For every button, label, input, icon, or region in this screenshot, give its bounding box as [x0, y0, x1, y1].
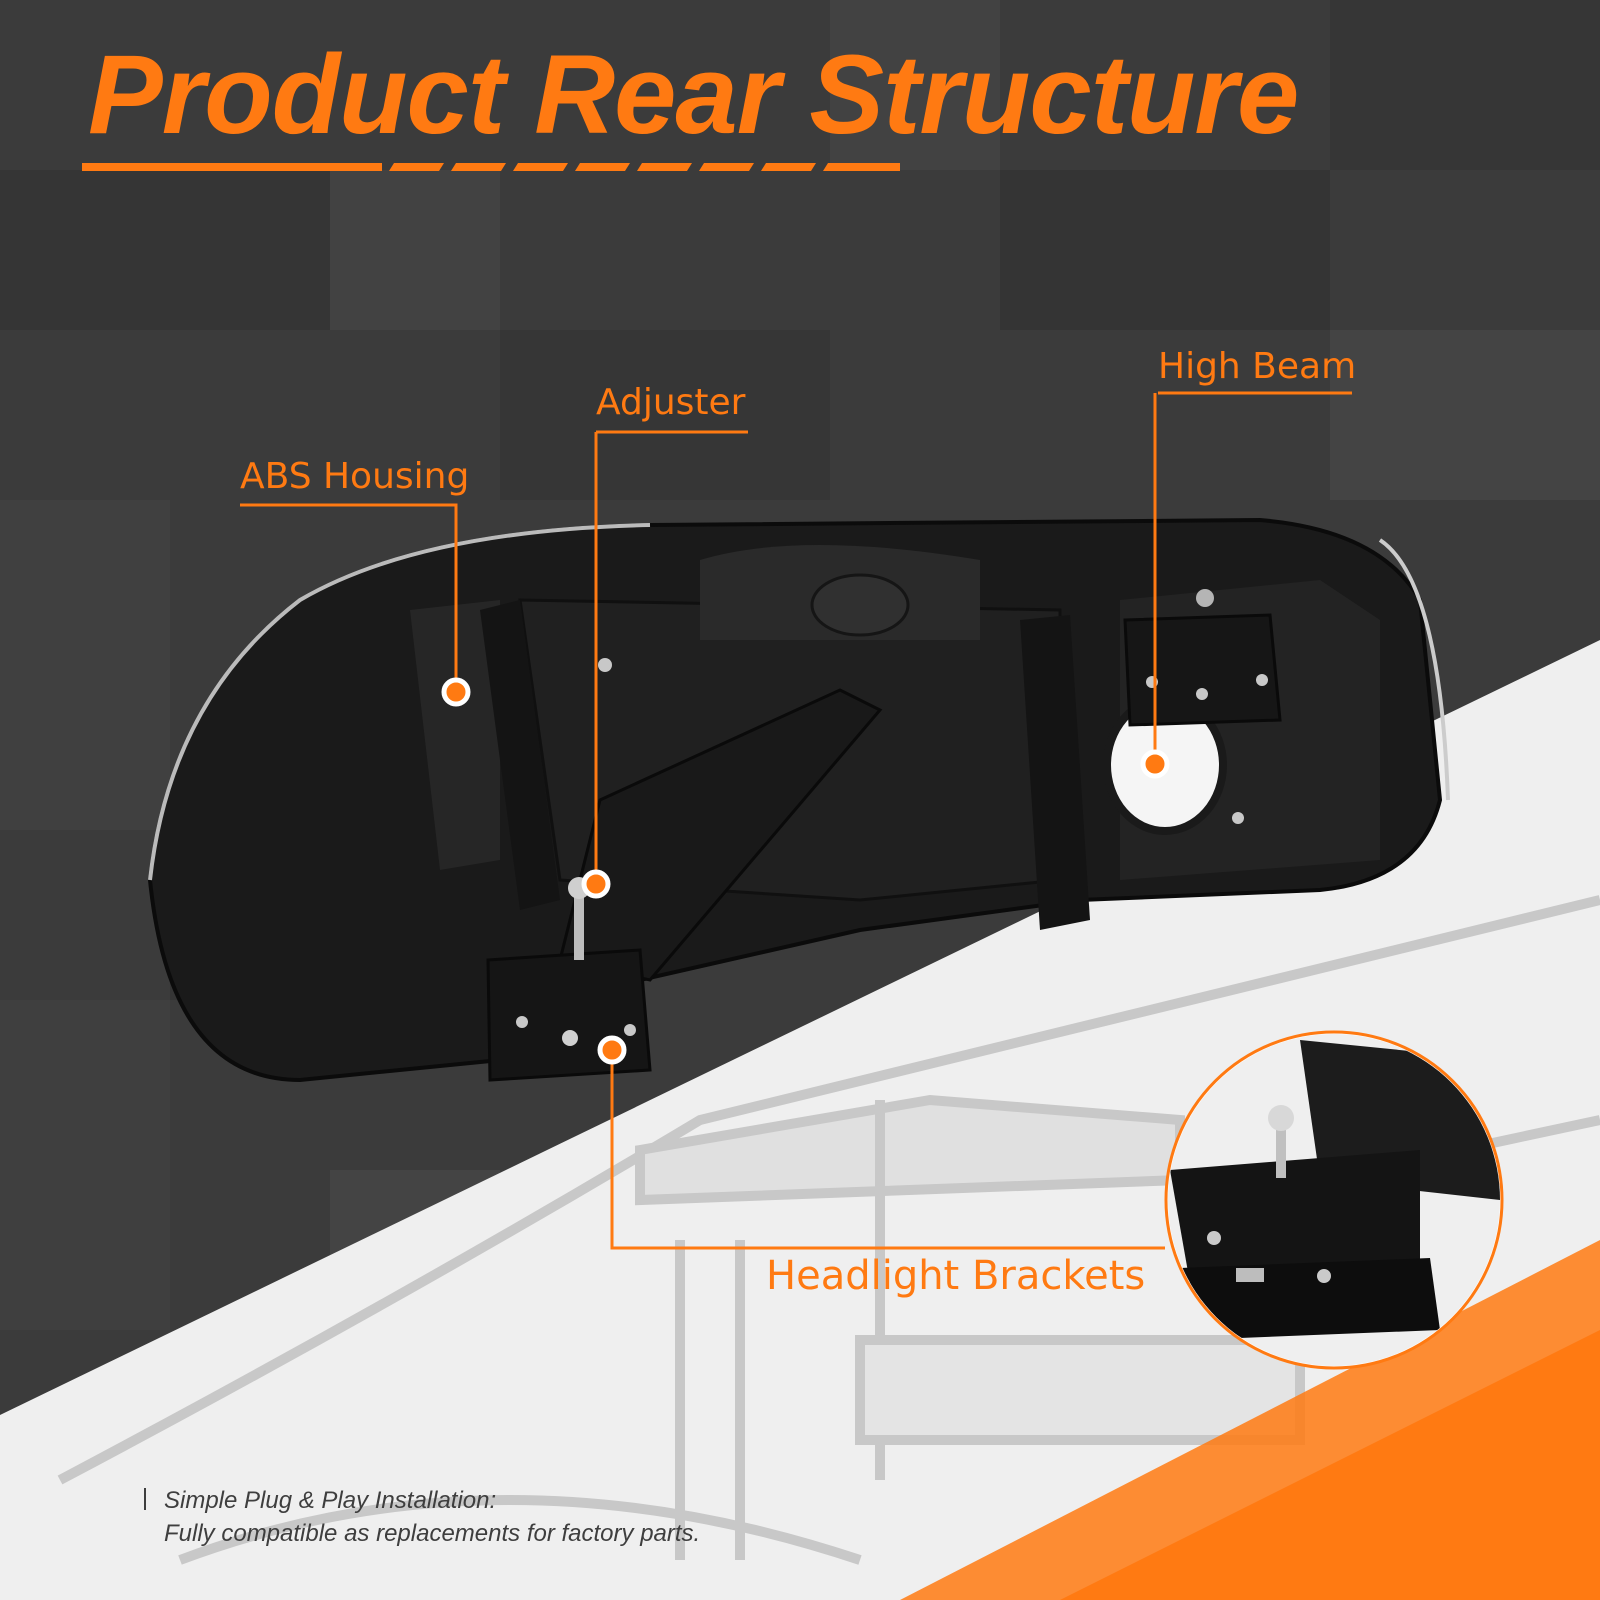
- brackets-leader: [610, 1050, 1165, 1250]
- bracket-detail-inset: [1164, 1030, 1504, 1370]
- high-beam-label: High Beam: [1158, 346, 1357, 387]
- title-underline: [82, 163, 900, 171]
- note-divider: [144, 1488, 146, 1510]
- installation-note-line2: Fully compatible as replacements for fac…: [164, 1520, 701, 1547]
- headlight-rear-assembly: [147, 517, 1450, 1083]
- abs-housing-dot: [441, 677, 471, 707]
- abs-housing-leader: [240, 503, 458, 692]
- adjuster-dot: [581, 869, 611, 899]
- callout-leaders: [240, 391, 1352, 1250]
- abs-housing-label: ABS Housing: [240, 456, 470, 497]
- adjuster-label: Adjuster: [596, 382, 746, 423]
- high-beam-dot: [1140, 749, 1170, 779]
- headlight-brackets-label: Headlight Brackets: [766, 1253, 1146, 1299]
- callout-dots: [441, 677, 1170, 1065]
- installation-note-line1: Simple Plug & Play Installation:: [164, 1487, 497, 1514]
- headlight-brackets-dot: [597, 1035, 627, 1065]
- page-title: Product Rear Structure: [88, 32, 1299, 157]
- installation-note: Simple Plug & Play Installation: Fully c…: [144, 1484, 700, 1550]
